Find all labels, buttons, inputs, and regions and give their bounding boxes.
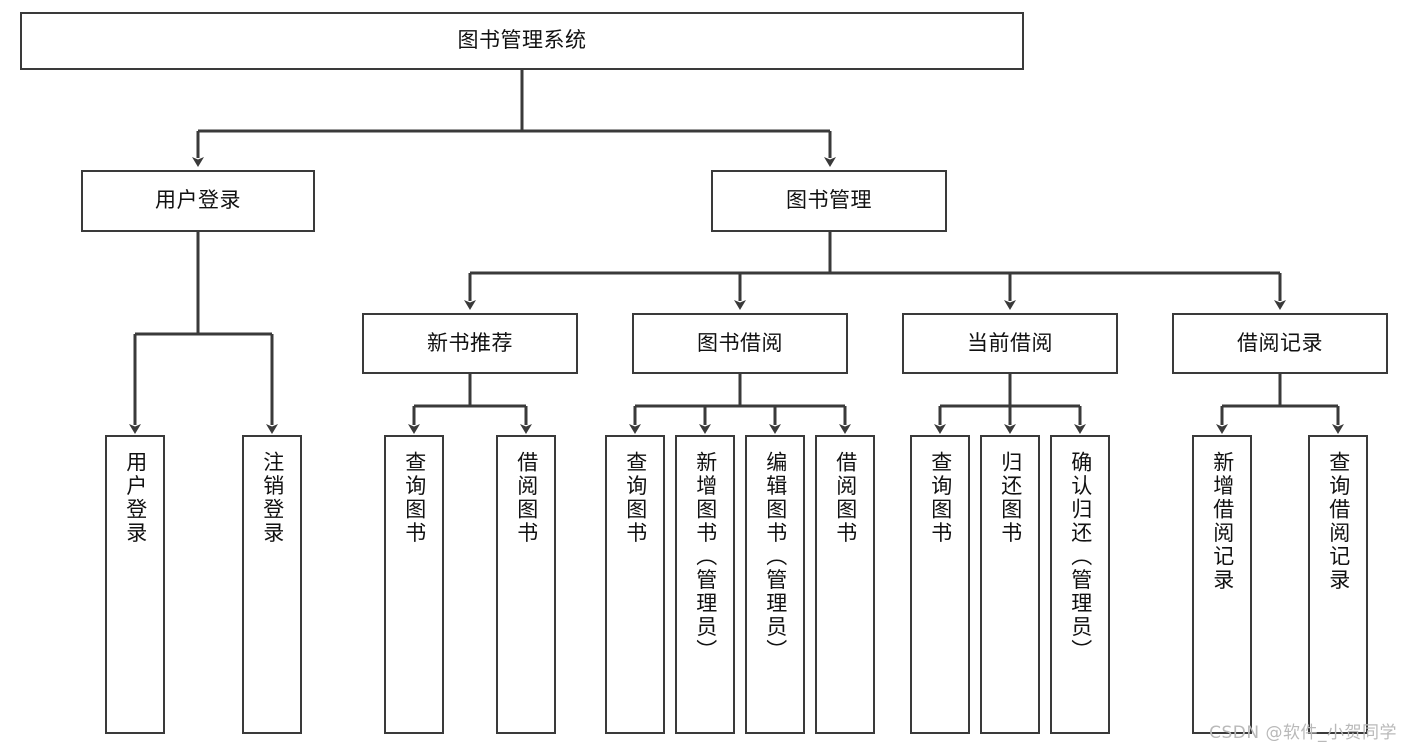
node-user-login[interactable]: 用户登录 (81, 170, 315, 232)
node-root-label: 图书管理系统 (457, 28, 587, 53)
leaf-query-borrow-record[interactable]: 查询借阅记录 (1308, 435, 1368, 734)
leaf-query-book-current[interactable]: 查询图书 (910, 435, 970, 734)
leaf-query-book-borrow[interactable]: 查询图书 (605, 435, 665, 734)
leaf-borrow-book-label: 借阅图书 (833, 451, 858, 545)
node-current-borrow-label: 当前借阅 (967, 330, 1053, 355)
leaf-user-login-label: 用户登录 (123, 451, 148, 545)
leaf-borrow-book[interactable]: 借阅图书 (815, 435, 875, 734)
leaf-add-borrow-record[interactable]: 新增借阅记录 (1192, 435, 1252, 734)
leaf-query-book-recommend[interactable]: 查询图书 (384, 435, 444, 734)
leaf-add-book-admin-label: 新增图书（管理员） (693, 451, 718, 663)
node-new-book-recommend-label: 新书推荐 (427, 330, 513, 355)
node-book-borrow-label: 图书借阅 (697, 330, 783, 355)
leaf-add-borrow-record-label: 新增借阅记录 (1210, 451, 1235, 592)
leaf-edit-book-admin-label: 编辑图书（管理员） (763, 451, 788, 663)
watermark: CSDN @软件_小贺同学 (1209, 723, 1397, 743)
leaf-return-book[interactable]: 归还图书 (980, 435, 1040, 734)
node-book-management-label: 图书管理 (786, 188, 872, 213)
leaf-confirm-return-admin-label: 确认归还（管理员） (1068, 451, 1093, 663)
node-book-borrow[interactable]: 图书借阅 (632, 313, 848, 374)
leaf-borrow-book-recommend-label: 借阅图书 (514, 451, 539, 545)
leaf-user-login[interactable]: 用户登录 (105, 435, 165, 734)
leaf-query-book-recommend-label: 查询图书 (402, 451, 427, 545)
leaf-logout[interactable]: 注销登录 (242, 435, 302, 734)
leaf-confirm-return-admin[interactable]: 确认归还（管理员） (1050, 435, 1110, 734)
leaf-edit-book-admin[interactable]: 编辑图书（管理员） (745, 435, 805, 734)
leaf-add-book-admin[interactable]: 新增图书（管理员） (675, 435, 735, 734)
node-current-borrow[interactable]: 当前借阅 (902, 313, 1118, 374)
node-borrow-record[interactable]: 借阅记录 (1172, 313, 1388, 374)
node-borrow-record-label: 借阅记录 (1237, 330, 1323, 355)
node-new-book-recommend[interactable]: 新书推荐 (362, 313, 578, 374)
leaf-query-book-current-label: 查询图书 (928, 451, 953, 545)
leaf-query-borrow-record-label: 查询借阅记录 (1326, 451, 1351, 592)
node-root[interactable]: 图书管理系统 (20, 12, 1024, 70)
node-user-login-label: 用户登录 (155, 188, 241, 213)
leaf-query-book-borrow-label: 查询图书 (623, 451, 648, 545)
leaf-borrow-book-recommend[interactable]: 借阅图书 (496, 435, 556, 734)
node-book-management[interactable]: 图书管理 (711, 170, 947, 232)
leaf-return-book-label: 归还图书 (998, 451, 1023, 545)
leaf-logout-label: 注销登录 (260, 451, 285, 545)
